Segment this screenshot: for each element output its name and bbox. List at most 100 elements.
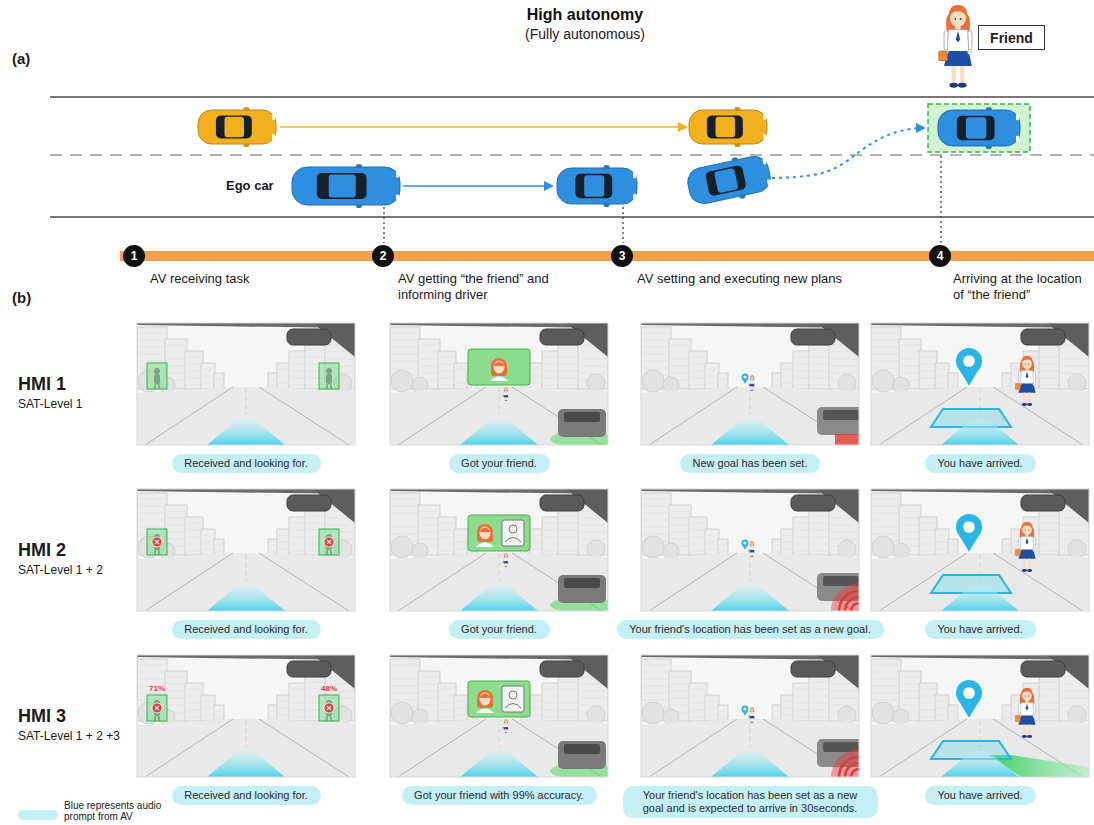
illustration-shape: [327, 540, 331, 544]
illustration-shape: [587, 706, 605, 724]
illustration-shape: [523, 552, 529, 553]
friend-figure: [1015, 688, 1035, 738]
illustration-shape: [476, 709, 494, 714]
illustration-shape: [503, 560, 505, 562]
illustration-shape: [532, 715, 542, 716]
illustration-shape: [396, 194, 399, 200]
other-car: [689, 107, 767, 147]
illustration-shape: [454, 695, 468, 721]
illustration-shape: [742, 540, 749, 547]
illustration-shape: [420, 345, 438, 346]
illustration-shape: [291, 717, 305, 718]
illustration-shape: [838, 374, 856, 392]
illustration-shape: [937, 549, 947, 550]
illustration-shape: [356, 204, 362, 208]
hmi-panel: [390, 655, 614, 779]
label-box: AV getting “the friend” and informing dr…: [398, 271, 598, 303]
illustration-shape: [532, 708, 542, 709]
friend-photo: [476, 524, 494, 547]
illustration-shape: [873, 672, 899, 673]
illustration-shape: [752, 389, 754, 391]
illustration-shape: [392, 686, 418, 687]
rear-mirror: [1021, 495, 1065, 511]
illustration-shape: [956, 514, 982, 540]
illustration-shape: [752, 377, 753, 378]
illustration-shape: [187, 371, 201, 372]
illustration-shape: [748, 716, 750, 718]
legend-swatch: [18, 810, 58, 820]
illustration-shape: [1027, 403, 1032, 406]
illustration-shape: [633, 194, 636, 200]
illustration-shape: [167, 345, 185, 346]
confidence-value: 48%: [321, 684, 341, 694]
audio-prompt: You have arrived.: [925, 786, 1036, 805]
illustration-shape: [532, 542, 542, 543]
illustration-shape: [307, 357, 325, 358]
illustration-shape: [279, 549, 289, 550]
illustration-shape: [580, 691, 606, 692]
illustration-shape: [1004, 379, 1010, 380]
illustration-shape: [1041, 703, 1059, 704]
illustration-shape: [671, 352, 689, 353]
reject-mark: [152, 703, 162, 713]
illustration-shape: [499, 389, 500, 415]
illustration-shape: [1026, 537, 1029, 544]
illustration-shape: [1002, 539, 1012, 555]
hmi-panel: [871, 323, 1089, 445]
friend-card: [468, 349, 530, 385]
illustration-shape: [795, 717, 809, 718]
planned-path: [772, 128, 918, 178]
illustration-shape: [203, 376, 213, 377]
illustration-shape: [392, 513, 418, 514]
illustration-shape: [691, 364, 705, 365]
illustration-shape: [139, 499, 165, 500]
illustration-shape: [544, 385, 558, 386]
illustration-shape: [216, 545, 222, 546]
illustration-shape: [456, 383, 466, 384]
illustration-shape: [643, 361, 669, 362]
illustration-shape: [456, 376, 466, 377]
illustration-shape: [811, 350, 829, 351]
hmi-panel: [390, 489, 614, 613]
illustration-shape: [307, 523, 325, 524]
illustration-shape: [137, 489, 355, 611]
illustration-shape: [783, 383, 793, 384]
illustration-shape: [504, 719, 507, 721]
illustration-shape: [921, 717, 935, 718]
illustration-shape: [707, 715, 717, 716]
illustration-shape: [750, 721, 751, 747]
illustration-shape: [643, 700, 669, 701]
illustration-shape: [956, 31, 960, 43]
illustration-shape: [967, 50, 972, 55]
illustration-shape: [279, 715, 289, 716]
illustration-shape: [279, 535, 289, 536]
illustration-shape: [643, 513, 669, 514]
node-text: Received and looking for.: [184, 789, 308, 802]
illustration-shape: [707, 535, 717, 536]
illustration-shape: [873, 534, 899, 535]
illustration-shape: [750, 712, 754, 716]
illustration-shape: [671, 359, 689, 360]
illustration-shape: [811, 537, 829, 538]
illustration-shape: [291, 371, 305, 372]
illustration-shape: [1023, 559, 1026, 569]
illustration-shape: [691, 530, 705, 531]
illustration-shape: [671, 698, 689, 699]
illustration-shape: [811, 689, 829, 690]
illustration-shape: [643, 679, 669, 680]
illustration-shape: [671, 345, 689, 346]
illustration-shape: [139, 672, 165, 673]
illustration-shape: [783, 376, 793, 377]
panel-border: [390, 489, 608, 611]
illustration-shape: [921, 544, 935, 545]
illustration-shape: [707, 115, 743, 138]
illustration-shape: [774, 386, 780, 387]
illustration-shape: [1019, 550, 1036, 559]
node-text: You have arrived.: [937, 457, 1022, 470]
illustration-shape: [560, 516, 578, 517]
row-subtitle: SAT-Level 1 + 2: [18, 563, 134, 578]
illustration-shape: [873, 665, 899, 666]
illustration-shape: [873, 513, 899, 514]
illustration-shape: [671, 373, 689, 374]
audio-prompt: Got your friend with 99% accuracy.: [402, 786, 597, 805]
